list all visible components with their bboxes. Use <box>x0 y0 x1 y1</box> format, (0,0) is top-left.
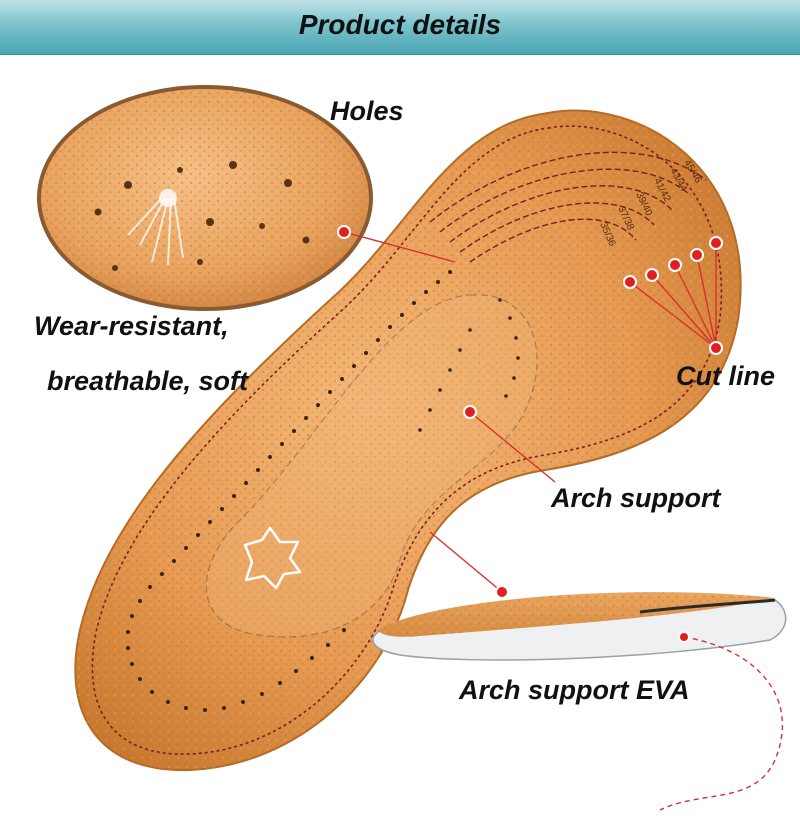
marker-dot <box>337 225 351 239</box>
marker-dot <box>668 258 682 272</box>
marker-dot <box>495 585 509 599</box>
arch-support-label: Arch support <box>551 483 721 513</box>
marker-dot <box>645 268 659 282</box>
marker-dot <box>690 248 704 262</box>
breathable-soft-label: breathable, soft <box>47 366 249 396</box>
marker-dot <box>678 631 690 643</box>
wear-resistant-label: Wear-resistant, <box>34 311 229 341</box>
callout-markers <box>337 225 723 643</box>
marker-dot <box>463 405 477 419</box>
arch-eva-piece <box>372 592 787 661</box>
holes-zoom-ellipse <box>37 85 373 311</box>
insole-body <box>74 109 742 772</box>
leader-lines <box>343 231 784 811</box>
marker-dot <box>709 341 723 355</box>
leather-logo-icon <box>243 526 302 590</box>
holes-label: Holes <box>330 96 404 126</box>
marker-dot <box>623 275 637 289</box>
arch-support-eva-label: Arch support EVA <box>459 675 690 705</box>
page-title: Product details <box>298 9 502 40</box>
header-banner: Product details <box>0 0 800 55</box>
marker-dot <box>709 236 723 250</box>
cut-line-label: Cut line <box>676 361 775 391</box>
